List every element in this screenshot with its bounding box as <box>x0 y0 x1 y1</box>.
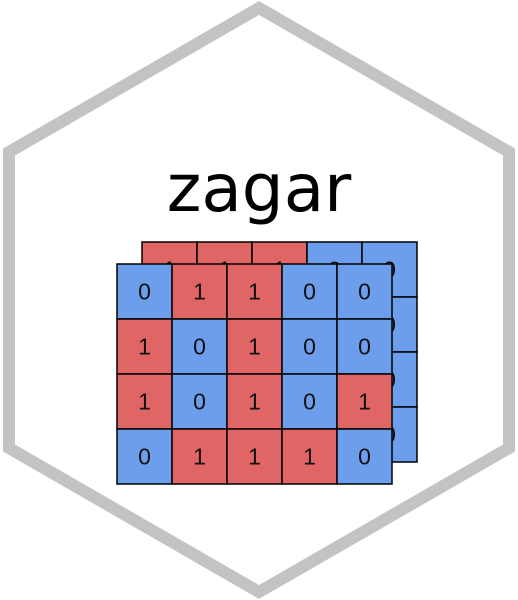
front-cell-value-r3-c4: 0 <box>358 444 371 470</box>
front-cell-r3-c4 <box>336 428 393 485</box>
front-cell-r1-c4 <box>336 318 393 375</box>
front-cell-value-r3-c1: 1 <box>193 444 206 470</box>
front-cell-value-r2-c3: 0 <box>303 389 316 415</box>
front-cell-r2-c0 <box>116 373 173 430</box>
front-cell-r3-c3 <box>281 428 338 485</box>
front-cell-r2-c2 <box>226 373 283 430</box>
front-cell-r3-c0 <box>116 428 173 485</box>
front-cell-value-r3-c0: 0 <box>138 444 151 470</box>
front-cell-r0-c1 <box>171 263 228 320</box>
front-cell-value-r0-c2: 1 <box>248 279 261 305</box>
front-cell-value-r2-c1: 0 <box>193 389 206 415</box>
front-cell-r0-c4 <box>336 263 393 320</box>
front-cell-r1-c1 <box>171 318 228 375</box>
front-cell-value-r1-c0: 1 <box>138 334 151 360</box>
front-cell-r0-c2 <box>226 263 283 320</box>
front-cell-value-r0-c1: 1 <box>193 279 206 305</box>
front-cell-value-r1-c3: 0 <box>303 334 316 360</box>
front-cell-value-r1-c4: 0 <box>358 334 371 360</box>
front-cell-value-r0-c4: 0 <box>358 279 371 305</box>
front-cell-value-r2-c4: 1 <box>358 389 371 415</box>
front-grid: 0 1 1 0 0 1 0 1 0 0 1 0 1 0 1 0 1 1 1 0 <box>116 263 393 485</box>
front-cell-value-r1-c1: 0 <box>193 334 206 360</box>
front-cell-value-r0-c0: 0 <box>138 279 151 305</box>
front-cell-r2-c1 <box>171 373 228 430</box>
front-cell-value-r0-c3: 0 <box>303 279 316 305</box>
front-cell-r3-c2 <box>226 428 283 485</box>
front-cell-value-r2-c0: 1 <box>138 389 151 415</box>
front-cell-value-r3-c3: 1 <box>303 444 316 470</box>
front-cell-value-r2-c2: 1 <box>248 389 261 415</box>
front-cell-value-r1-c2: 1 <box>248 334 261 360</box>
logo-title: zagar <box>167 150 352 227</box>
front-cell-value-r3-c2: 1 <box>248 444 261 470</box>
front-cell-r0-c3 <box>281 263 338 320</box>
